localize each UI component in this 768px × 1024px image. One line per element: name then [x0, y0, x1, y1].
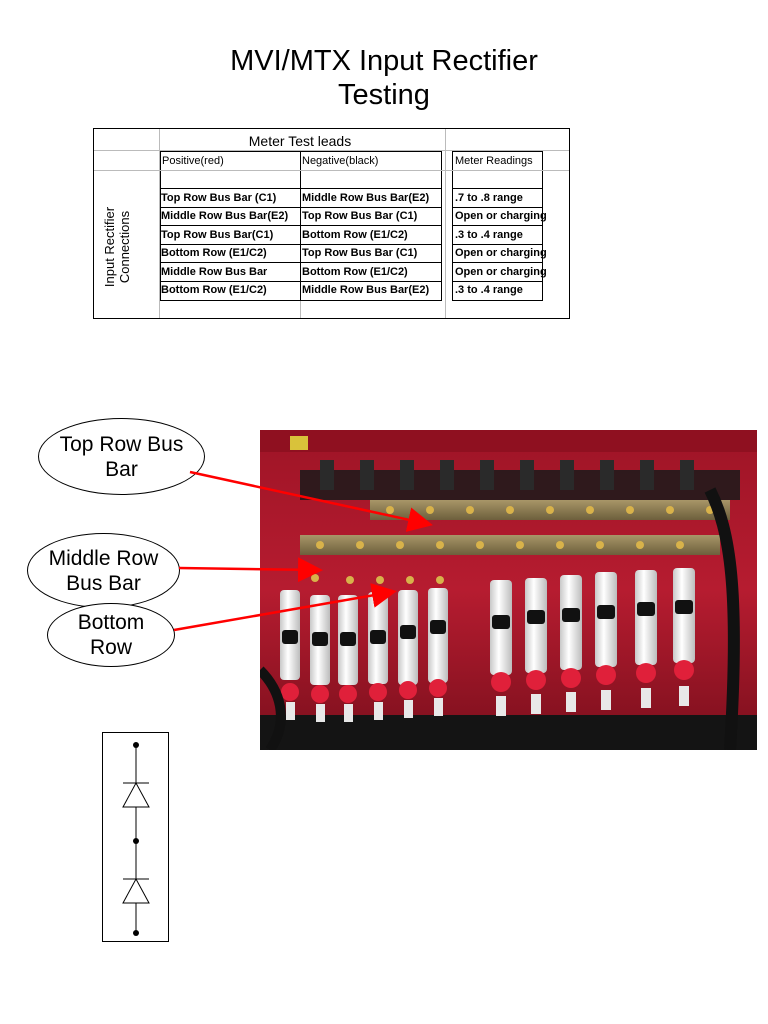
grid-line	[159, 129, 160, 318]
grid-line	[300, 301, 301, 318]
grid-line	[160, 281, 442, 282]
grid-line	[452, 188, 543, 189]
grid-line	[441, 151, 442, 301]
grid-line	[160, 207, 442, 208]
table-cell-positive: Middle Row Bus Bar(E2)	[161, 210, 289, 222]
callout-bottom-row: Bottom Row	[47, 603, 175, 667]
page-title: MVI/MTX Input Rectifier Testing	[0, 44, 768, 112]
row-group-label: Input Rectifier Connections	[97, 187, 137, 307]
diode-symbol-svg	[122, 742, 150, 936]
grid-line	[452, 151, 453, 301]
table-cell-negative: Top Row Bus Bar (C1)	[302, 247, 418, 259]
grid-line	[542, 151, 543, 301]
grid-line	[160, 262, 442, 263]
table-cell-negative: Middle Row Bus Bar(E2)	[302, 192, 430, 204]
callout-bottom-line-1: Bottom	[77, 611, 145, 634]
callout-top-line-2: Bar	[105, 457, 138, 481]
grid-line	[160, 151, 161, 301]
table-cell-positive: Bottom Row (E1/C2)	[161, 284, 267, 296]
grid-line	[94, 150, 569, 151]
grid-line	[160, 188, 442, 189]
callout-middle-line-1: Middle Row	[48, 546, 159, 570]
table-cell-reading: .3 to .4 range	[455, 284, 523, 296]
table-cell-negative: Bottom Row (E1/C2)	[302, 229, 408, 241]
grid-line	[445, 129, 446, 318]
table-cell-positive: Bottom Row (E1/C2)	[161, 247, 267, 259]
grid-line	[452, 300, 543, 301]
grid-line	[452, 244, 543, 245]
grid-line	[452, 207, 543, 208]
grid-line	[160, 244, 442, 245]
table-cell-positive: Middle Row Bus Bar	[161, 266, 268, 278]
table-cell-positive: Top Row Bus Bar(C1)	[161, 229, 274, 241]
row-group-label-line-2: Connections	[117, 210, 133, 284]
grid-line	[160, 300, 442, 301]
meter-test-leads-header: Meter Test leads	[248, 133, 352, 149]
table-cell-positive: Top Row Bus Bar (C1)	[161, 192, 277, 204]
callout-bottom-line-2: Row	[89, 636, 132, 659]
table-cell-negative: Bottom Row (E1/C2)	[302, 266, 408, 278]
grid-line	[160, 225, 442, 226]
grid-line	[452, 262, 543, 263]
meter-test-table: Meter Test leads Positive(red) Negative(…	[93, 128, 570, 319]
positive-column-header: Positive(red)	[162, 155, 224, 167]
grid-line	[452, 151, 543, 152]
negative-column-header: Negative(black)	[302, 155, 379, 167]
table-cell-reading: .7 to .8 range	[455, 192, 523, 204]
grid-line	[452, 281, 543, 282]
table-cell-reading: Open or charging	[455, 266, 547, 278]
table-cell-reading: Open or charging	[455, 210, 547, 222]
diode-schematic	[102, 732, 169, 942]
table-cell-negative: Top Row Bus Bar (C1)	[302, 210, 418, 222]
grid-line	[452, 225, 543, 226]
table-cell-reading: Open or charging	[455, 247, 547, 259]
callout-middle-row-bus-bar: Middle Row Bus Bar	[27, 533, 180, 608]
table-cell-negative: Middle Row Bus Bar(E2)	[302, 284, 430, 296]
callout-middle-line-2: Bus Bar	[66, 571, 141, 595]
callout-top-row-bus-bar: Top Row Bus Bar	[38, 418, 205, 495]
rectifier-photo	[260, 430, 757, 750]
table-cell-reading: .3 to .4 range	[455, 229, 523, 241]
title-line-2: Testing	[338, 79, 430, 111]
grid-line	[160, 151, 442, 152]
title-line-1: MVI/MTX Input Rectifier	[230, 45, 538, 77]
readings-column-header: Meter Readings	[455, 155, 533, 167]
grid-line	[300, 151, 301, 301]
grid-line	[94, 170, 569, 171]
callout-top-line-1: Top Row Bus	[59, 432, 184, 456]
row-group-label-line-1: Input Rectifier	[102, 206, 118, 288]
